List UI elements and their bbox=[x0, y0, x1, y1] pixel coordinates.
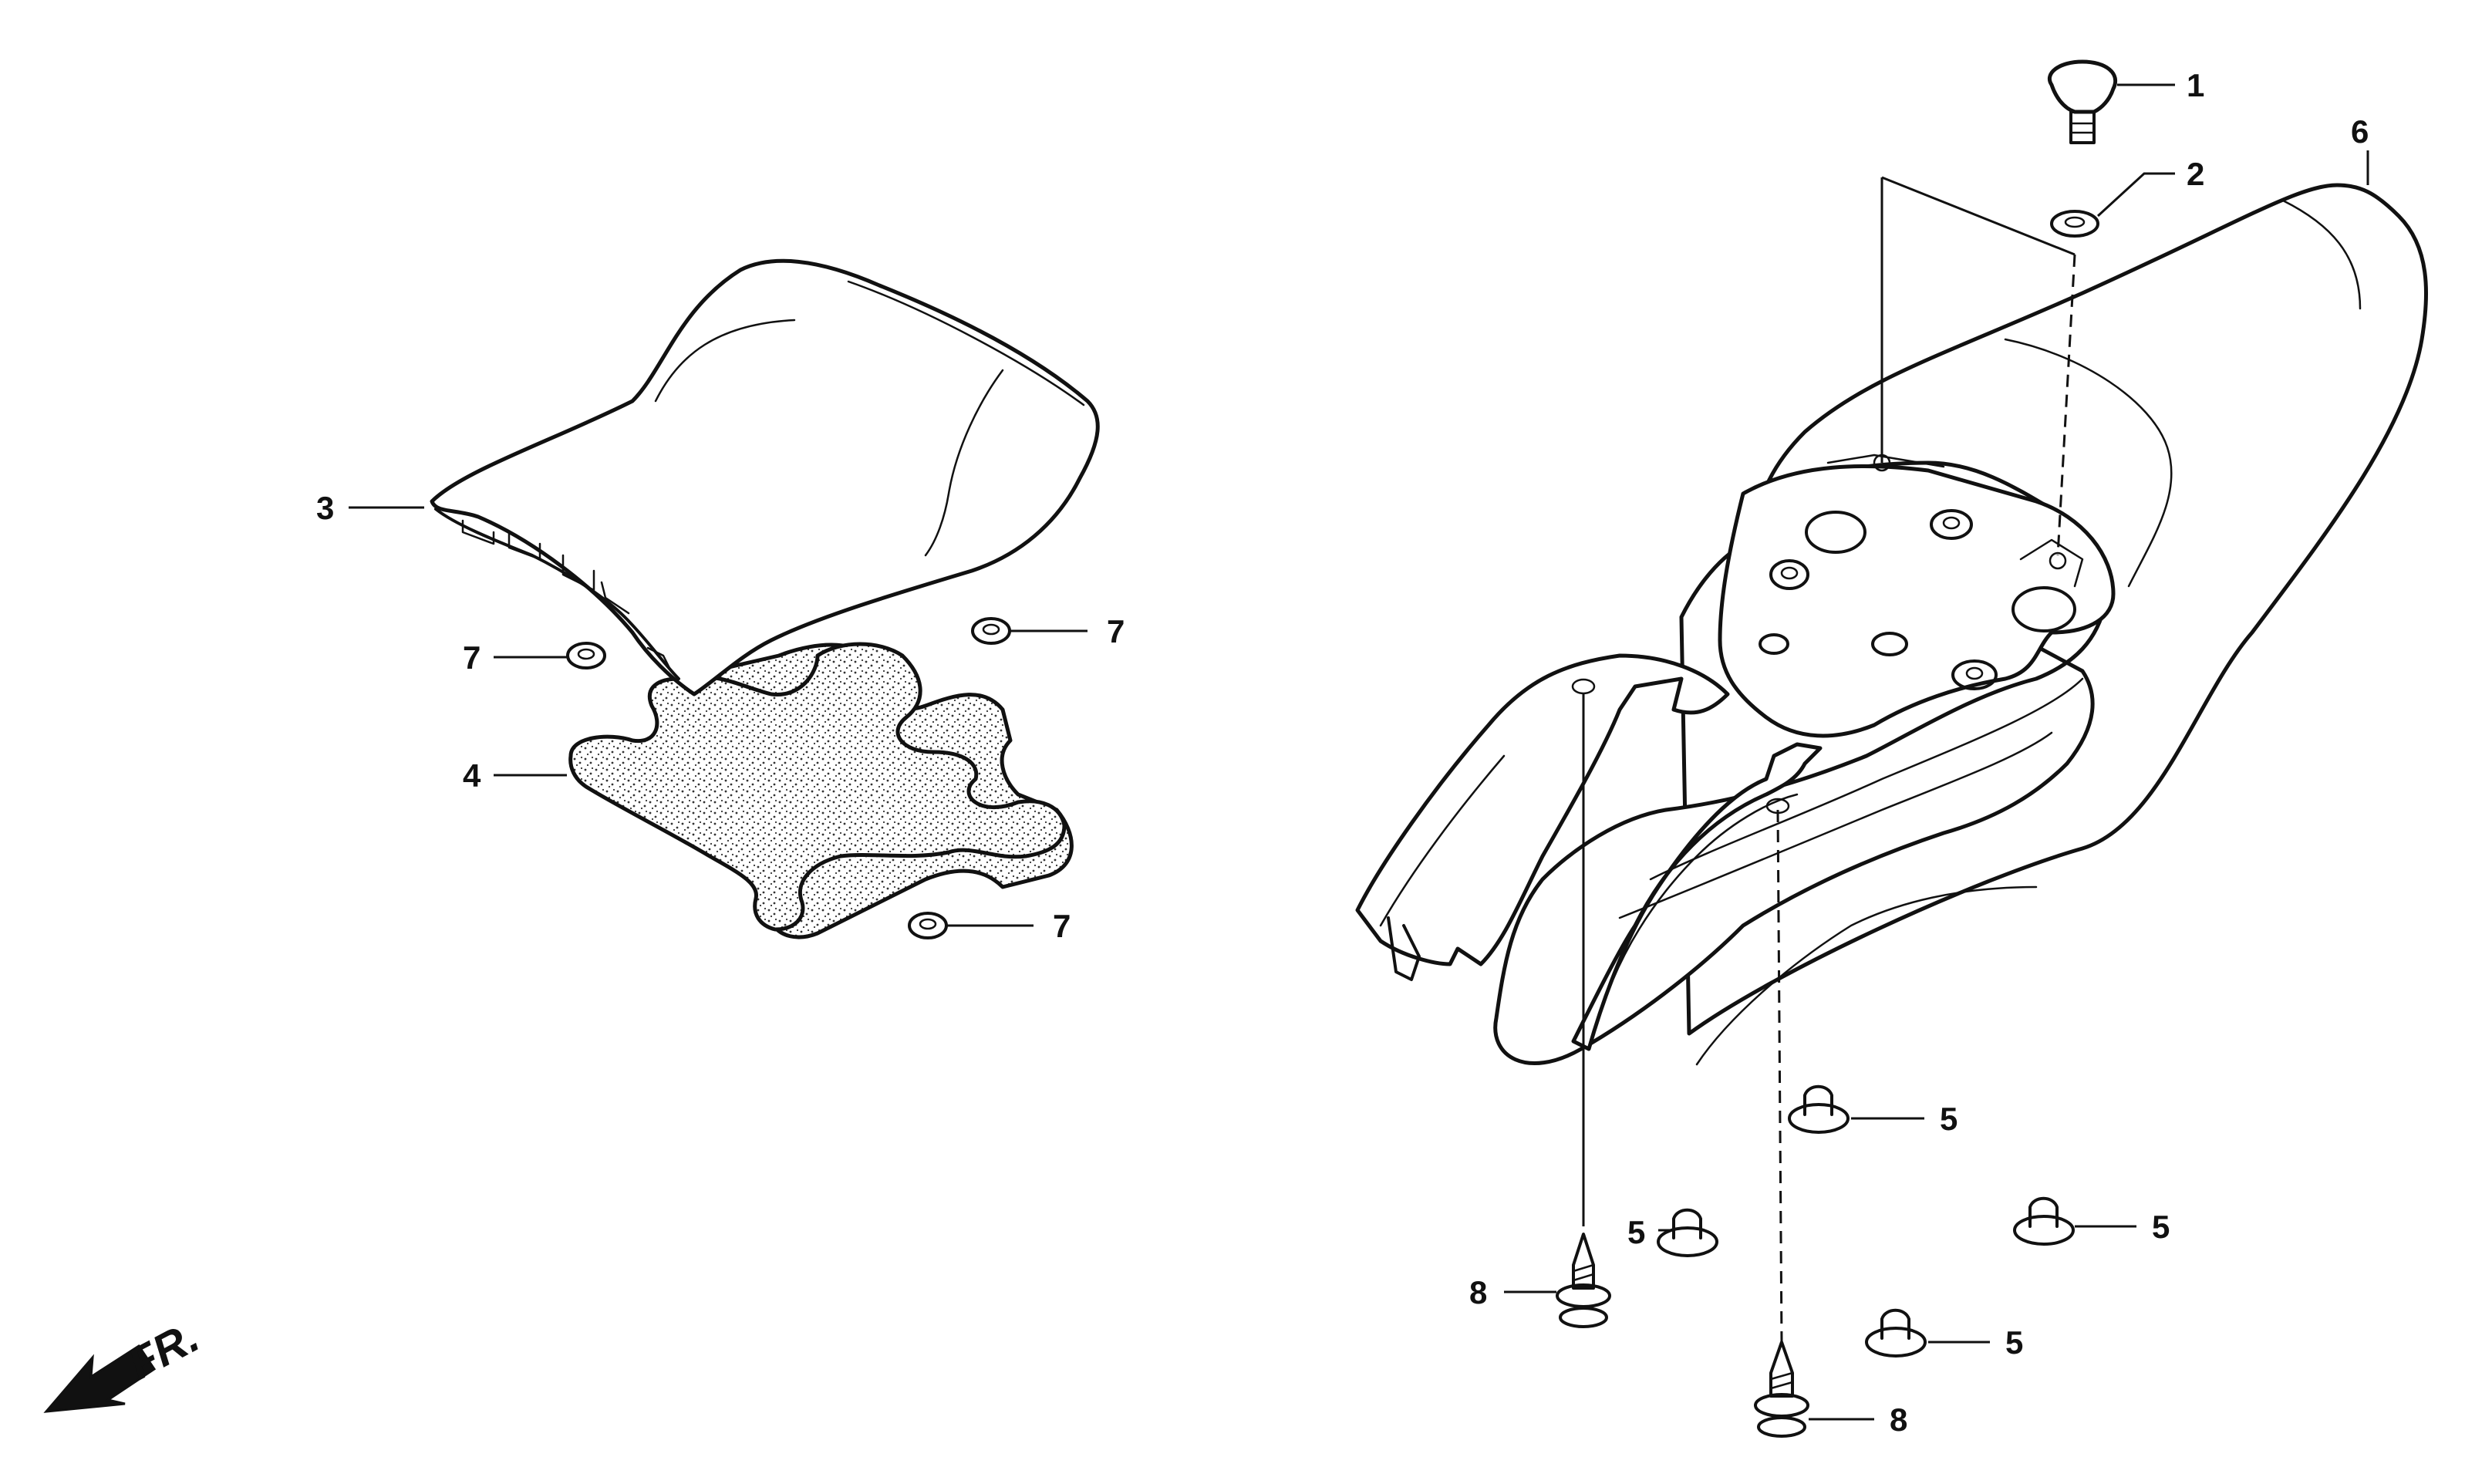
bolt-1 bbox=[2048, 59, 2117, 144]
hex-nut-7c bbox=[908, 912, 948, 939]
callout-8a: 8 bbox=[1469, 1274, 1487, 1310]
guide-dash-2 bbox=[2056, 254, 2076, 556]
callout-5b: 5 bbox=[1627, 1214, 1645, 1250]
guide-line-2 bbox=[1881, 176, 2076, 256]
washer-2 bbox=[2050, 210, 2099, 238]
screw-8a bbox=[1556, 1233, 1611, 1328]
callout-5c: 5 bbox=[2152, 1209, 2170, 1245]
grommet-5a bbox=[1788, 1084, 1850, 1134]
screw-8b bbox=[1754, 1341, 1809, 1438]
right-mounting-bracket bbox=[1571, 742, 2038, 1066]
left-mounting-bracket bbox=[1355, 653, 1730, 981]
callout-7c: 7 bbox=[1053, 908, 1071, 944]
callout-8b: 8 bbox=[1890, 1401, 1907, 1438]
grommet-5c bbox=[2013, 1196, 2075, 1246]
callout-6: 6 bbox=[2351, 113, 2369, 150]
seat-foam-pad bbox=[568, 642, 1074, 939]
grommet-5d bbox=[1865, 1308, 1927, 1358]
hex-nut-7a bbox=[566, 642, 606, 669]
callout-5a: 5 bbox=[1940, 1101, 1958, 1137]
hex-nut-7b bbox=[971, 617, 1011, 645]
callout-7b: 7 bbox=[1107, 613, 1125, 649]
guide-dash-8b bbox=[1776, 809, 1783, 1343]
callout-2: 2 bbox=[2187, 156, 2204, 192]
callout-3: 3 bbox=[316, 490, 334, 526]
rear-seat-base-frame bbox=[1493, 454, 2116, 1065]
callout-4: 4 bbox=[463, 757, 481, 794]
callout-1: 1 bbox=[2187, 67, 2204, 103]
callout-7a: 7 bbox=[463, 639, 481, 676]
front-seat-cushion bbox=[430, 258, 1100, 696]
front-direction-indicator: FR. bbox=[43, 1311, 207, 1413]
grommet-5b bbox=[1657, 1208, 1718, 1257]
callout-5d: 5 bbox=[2005, 1324, 2023, 1361]
front-direction-arrow-icon bbox=[43, 1344, 157, 1413]
